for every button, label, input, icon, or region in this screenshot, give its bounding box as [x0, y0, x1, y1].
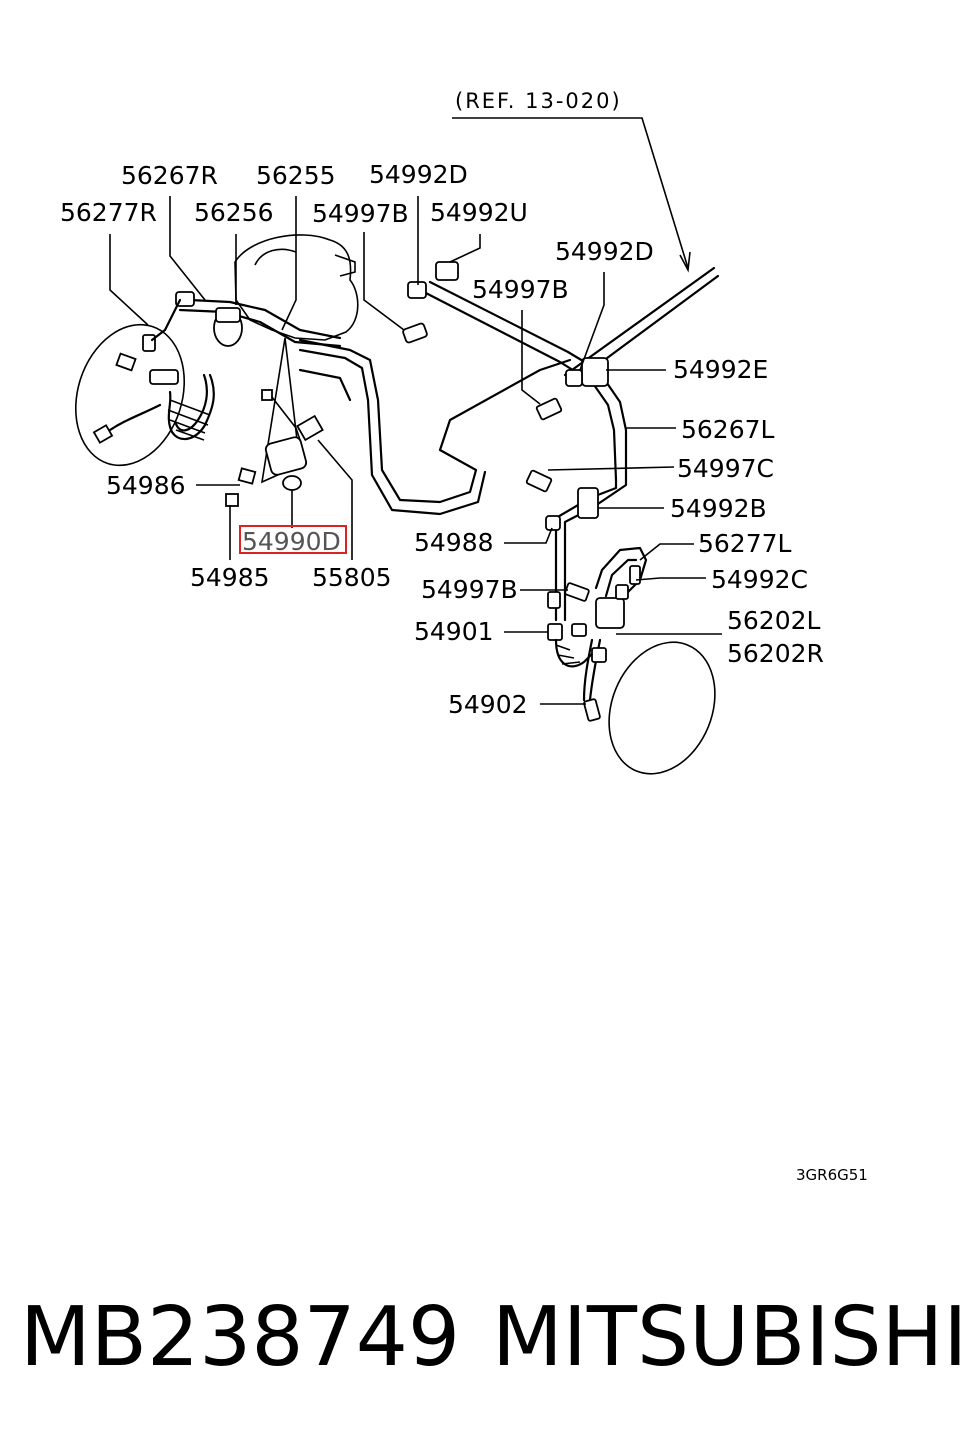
proportioning-valve [225, 337, 324, 507]
label-56255: 56255 [256, 161, 336, 190]
label-54986: 54986 [106, 471, 186, 500]
label-54997C: 54997C [677, 454, 774, 483]
label-54992E: 54992E [673, 355, 768, 384]
front-right-brake-assembly [74, 291, 215, 467]
front-right-disc [74, 323, 186, 467]
label-54997B-top: 54997B [312, 199, 409, 228]
clips-and-bolts [402, 261, 609, 641]
label-54902: 54902 [448, 690, 528, 719]
reference-arrowhead [679, 251, 691, 273]
label-56256: 56256 [194, 198, 274, 227]
label-54992U: 54992U [430, 198, 528, 227]
footer: MB238749 MITSUBISHI [0, 1290, 960, 1400]
label-55805: 55805 [312, 563, 392, 592]
rear-flex-hose-coils [555, 644, 581, 665]
highlight-box [239, 525, 347, 554]
reference-label: (REF. 13-020) [455, 89, 622, 113]
part-number: MB238749 [20, 1290, 461, 1385]
label-56277R: 56277R [60, 198, 157, 227]
label-56267R: 56267R [121, 161, 218, 190]
brand-name: MITSUBISHI [492, 1290, 960, 1385]
label-54985: 54985 [190, 563, 270, 592]
label-54988: 54988 [414, 528, 494, 557]
label-54997B-low: 54997B [421, 575, 518, 604]
label-54992B: 54992B [670, 494, 767, 523]
label-54901: 54901 [414, 617, 494, 646]
flex-hose-coils [167, 399, 211, 441]
drawing-code: 3GR6G51 [796, 1166, 868, 1184]
label-54992D-right: 54992D [555, 237, 654, 266]
reference-leader [452, 117, 689, 269]
label-56202R: 56202R [727, 639, 824, 668]
label-56277L: 56277L [698, 529, 792, 558]
label-54992C: 54992C [711, 565, 808, 594]
rear-left-brake-assembly [554, 546, 716, 775]
label-56202L: 56202L [727, 606, 821, 635]
brake-booster [213, 234, 359, 347]
label-54990D: 54990D [242, 527, 341, 556]
leader-lines [109, 196, 722, 705]
label-54997B-mid: 54997B [472, 275, 569, 304]
label-56267L: 56267L [681, 415, 775, 444]
label-54992D-top: 54992D [369, 160, 468, 189]
rear-left-disc [608, 641, 716, 775]
